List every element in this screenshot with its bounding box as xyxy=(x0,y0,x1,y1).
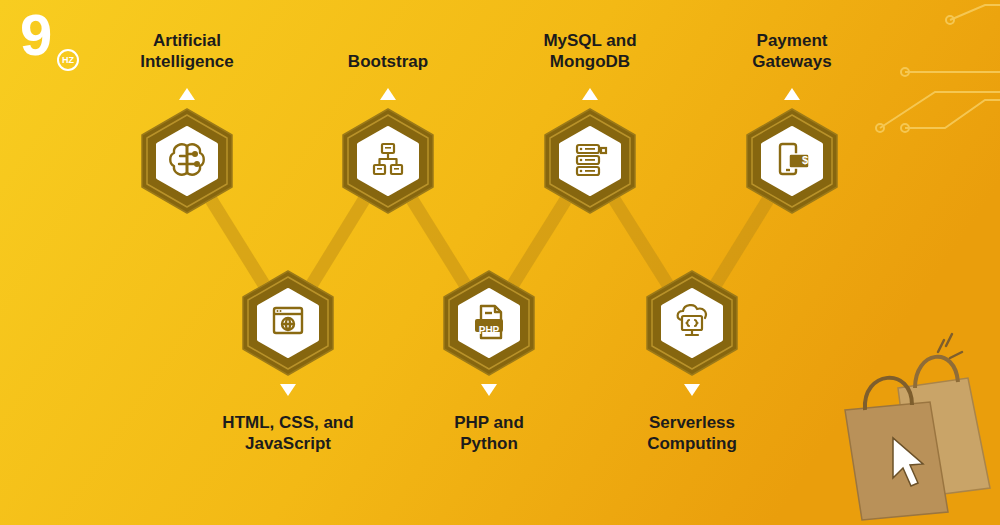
hexagon-icon xyxy=(141,108,233,214)
connector-band xyxy=(615,200,668,284)
node-label: HTML, CSS, and JavaScript xyxy=(203,412,373,454)
hexagon-icon xyxy=(342,108,434,214)
hexagon-icon xyxy=(242,270,334,376)
connector-band xyxy=(412,200,464,284)
hexagon-icon xyxy=(746,108,838,214)
icon-text: PHP xyxy=(479,326,500,336)
connector-band xyxy=(716,200,768,284)
pointer-triangle xyxy=(784,88,800,100)
pointer-triangle xyxy=(179,88,195,100)
icon-symbol: $ xyxy=(802,155,808,166)
hexagon-node: HTML, CSS, and JavaScript xyxy=(203,270,373,454)
pointer-triangle xyxy=(582,88,598,100)
logo-mark xyxy=(58,50,78,70)
hexagon-node: Bootstrap xyxy=(313,51,463,214)
connector-band xyxy=(513,200,565,284)
hexagon-icon xyxy=(646,270,738,376)
shopping-bags xyxy=(845,334,990,520)
node-label: MySQL and MongoDB xyxy=(520,30,660,72)
node-label: Payment Gateways xyxy=(732,30,852,72)
node-label: Serverless Computing xyxy=(632,412,752,454)
connector-band xyxy=(211,200,263,284)
connector-band xyxy=(312,200,364,284)
pointer-triangle xyxy=(380,88,396,100)
hexagon-icon xyxy=(443,270,535,376)
node-label: Bootstrap xyxy=(313,51,463,72)
hexagon-node: MySQL and MongoDB xyxy=(520,30,660,214)
hexagon-node: Artificial Intelligence xyxy=(127,30,247,214)
circuit-lines xyxy=(876,5,1000,132)
node-label: PHP and Python xyxy=(429,412,549,454)
hexagon-icon xyxy=(544,108,636,214)
logo-text: HZ xyxy=(62,56,74,65)
pointer-triangle xyxy=(684,384,700,396)
logo-digit: 9 xyxy=(20,6,52,64)
pointer-triangle xyxy=(481,384,497,396)
node-label: Artificial Intelligence xyxy=(127,30,247,72)
hexagon-node: Payment Gateways xyxy=(732,30,852,214)
hexagon-node: Serverless Computing xyxy=(632,270,752,454)
hexagon-node: PHP and Python xyxy=(429,270,549,454)
pointer-triangle xyxy=(280,384,296,396)
